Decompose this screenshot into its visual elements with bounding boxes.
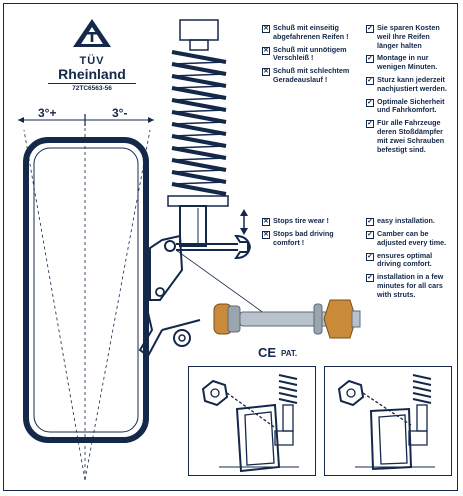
benefit-text: installation in a few minutes for all ca… [377, 272, 444, 299]
cross-checkbox-icon [262, 218, 270, 226]
cross-checkbox-icon [262, 25, 270, 33]
benefit-text: Optimale Sicherheit und Fahrkomfort. [377, 96, 445, 115]
benefit-text: Sie sparen Kosten weil Ihre Reifen länge… [377, 23, 440, 50]
list-item: Stops tire wear ! [262, 216, 362, 226]
problem-text: Stops tire wear ! [273, 216, 329, 225]
ce-mark: CE [258, 345, 277, 360]
check-checkbox-icon [366, 252, 374, 261]
list-item: Optimale Sicherheit und Fahrkomfort. [366, 96, 458, 116]
list-item: Für alle Fahrzeuge deren Stoßdämpfer mit… [366, 118, 458, 154]
list-item: Stops bad driving comfort ! [262, 229, 362, 248]
page-border [3, 3, 458, 491]
problem-text: Stops bad driving comfort ! [273, 229, 334, 247]
tuv-logo: TÜV Rheinland 72TC6563-56 [48, 18, 136, 92]
list-item: Schuß mit schlechtem Geradeauslauf ! [262, 66, 362, 85]
check-checkbox-icon [366, 218, 374, 226]
camber-negative-label: 3°- [112, 106, 128, 120]
check-checkbox-icon [366, 98, 374, 107]
benefit-text: Sturz kann jederzeit nachjustiert werden… [377, 74, 447, 93]
list-item: Montage in nur wenigen Minuten. [366, 54, 458, 72]
list-item: Camber can be adjusted every time. [366, 229, 458, 248]
cross-checkbox-icon [262, 46, 270, 55]
german-problems-list: Schuß mit einseitig abgefahrenen Reifen … [262, 23, 362, 89]
benefit-text: Camber can be adjusted every time. [377, 229, 447, 247]
installation-diagram [201, 374, 299, 473]
tuv-certificate-code: 72TC6563-56 [48, 83, 136, 92]
installation-panel-before [188, 366, 316, 476]
tuv-name: TÜV [79, 55, 105, 67]
benefit-text: Für alle Fahrzeuge deren Stoßdämpfer mit… [377, 118, 445, 154]
list-item: ensures optimal driving comfort. [366, 250, 458, 270]
installation-diagram [337, 374, 435, 471]
check-checkbox-icon [366, 231, 374, 239]
list-item: Schuß mit einseitig abgefahrenen Reifen … [262, 23, 362, 42]
benefit-text: ensures optimal driving comfort. [377, 250, 433, 269]
benefit-text: Montage in nur wenigen Minuten. [377, 53, 438, 72]
check-checkbox-icon [366, 274, 374, 283]
check-checkbox-icon [366, 120, 374, 129]
tuv-triangle-icon [73, 19, 111, 47]
english-benefits-list: easy installation. Camber can be adjuste… [366, 216, 458, 304]
check-checkbox-icon [366, 76, 374, 85]
list-item: Sie sparen Kosten weil Ihre Reifen länge… [366, 23, 458, 50]
list-item: Schuß mit unnötigem Verschleiß ! [262, 44, 362, 64]
camber-positive-label: 3°+ [38, 106, 57, 120]
check-checkbox-icon [366, 25, 374, 33]
problem-text: Schuß mit einseitig abgefahrenen Reifen … [273, 23, 349, 41]
cross-checkbox-icon [262, 68, 270, 77]
cross-checkbox-icon [262, 231, 270, 239]
installation-panel-after [324, 366, 452, 476]
problem-text: Schuß mit unnötigem Verschleiß ! [273, 44, 347, 63]
list-item: easy installation. [366, 216, 458, 226]
check-checkbox-icon [366, 55, 374, 64]
list-item: installation in a few minutes for all ca… [366, 272, 458, 299]
english-problems-list: Stops tire wear ! Stops bad driving comf… [262, 216, 362, 252]
benefit-text: easy installation. [377, 216, 435, 225]
patent-mark: PAT. [281, 349, 298, 358]
german-benefits-list: Sie sparen Kosten weil Ihre Reifen länge… [366, 23, 458, 158]
list-item: Sturz kann jederzeit nachjustiert werden… [366, 74, 458, 94]
problem-text: Schuß mit schlechtem Geradeauslauf ! [273, 66, 350, 84]
tuv-region: Rheinland [58, 66, 126, 82]
